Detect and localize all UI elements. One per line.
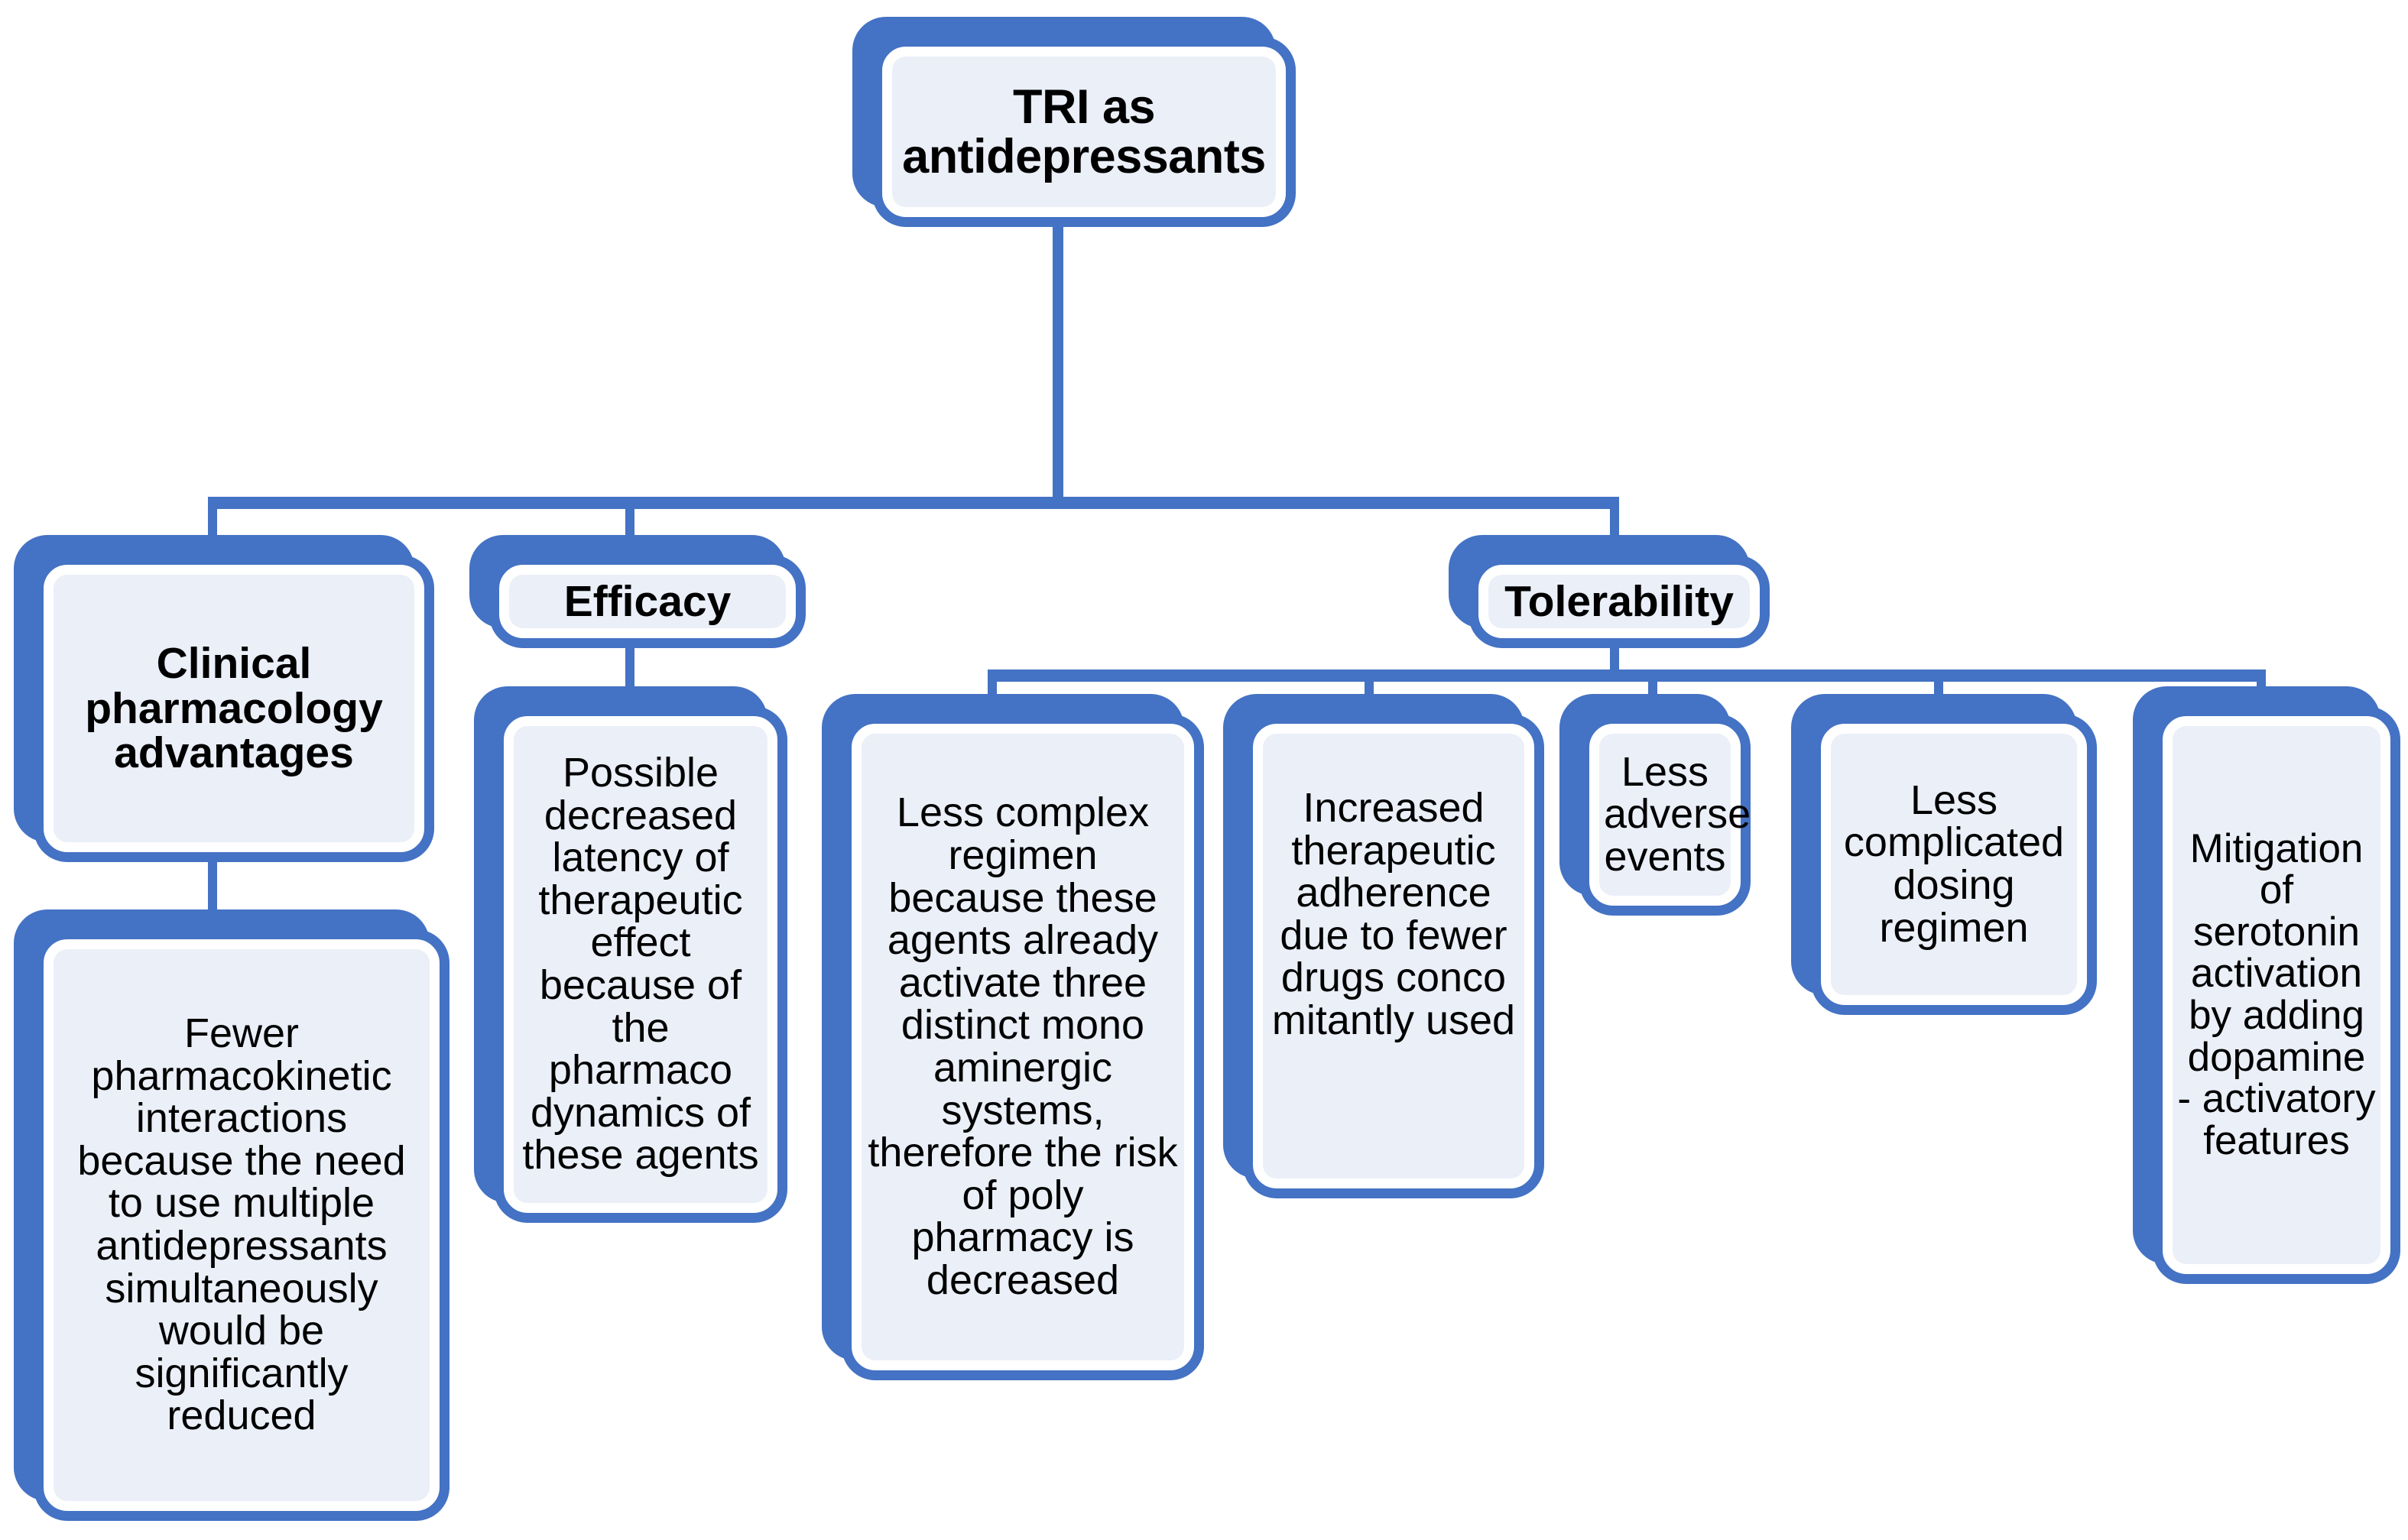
node-efficacy-card: Efficacy xyxy=(489,555,806,648)
connector-to-clinical-pharmacology xyxy=(208,497,217,543)
node-less-complicated-dosing-label: Less complicated dosing regimen xyxy=(1843,776,2065,951)
node-mitigation-serotonin-card: Mitigation of serotonin activation by ad… xyxy=(2153,706,2400,1284)
node-decreased-latency[interactable]: Possible decreased latency of therapeuti… xyxy=(474,686,787,1223)
connector-tolerability-bus xyxy=(988,669,2266,682)
node-less-complicated-dosing[interactable]: Less complicated dosing regimen xyxy=(1791,694,2097,1015)
connector-clinical-to-child xyxy=(208,862,217,914)
node-efficacy-label: Efficacy xyxy=(563,576,732,626)
node-less-adverse-events[interactable]: Less adverse events xyxy=(1559,694,1751,916)
connector-to-tolerability xyxy=(1610,497,1619,543)
connector-root-stem xyxy=(1053,220,1063,504)
node-decreased-latency-label: Possible decreased latency of therapeuti… xyxy=(522,749,759,1179)
node-fewer-pk-interactions-label: Fewer pharmacokinetic interactions becau… xyxy=(77,1010,406,1439)
node-less-complicated-dosing-card: Less complicated dosing regimen xyxy=(1811,714,2097,1015)
node-clinical-pharmacology-label: Clinical pharmacology advantages xyxy=(85,638,383,778)
node-less-complex-regimen-card: Less complex regimen because these agent… xyxy=(842,714,1204,1380)
node-root-card: TRI as antidepressants xyxy=(872,37,1296,227)
node-clinical-pharmacology-card: Clinical pharmacology advantages xyxy=(34,555,434,862)
node-mitigation-serotonin-label: Mitigation of serotonin activation by ad… xyxy=(2177,825,2376,1163)
node-less-adverse-events-label: Less adverse events xyxy=(1604,748,1751,880)
node-less-complex-regimen[interactable]: Less complex regimen because these agent… xyxy=(822,694,1204,1380)
node-tolerability[interactable]: Tolerability xyxy=(1449,535,1770,648)
node-efficacy[interactable]: Efficacy xyxy=(469,535,806,648)
node-less-adverse-events-card: Less adverse events xyxy=(1579,714,1751,916)
connector-to-efficacy xyxy=(625,497,634,543)
node-clinical-pharmacology[interactable]: Clinical pharmacology advantages xyxy=(14,535,434,862)
node-increased-adherence-card: Increased therapeutic adherence due to f… xyxy=(1243,714,1544,1198)
node-tolerability-card: Tolerability xyxy=(1468,555,1770,648)
node-mitigation-serotonin[interactable]: Mitigation of serotonin activation by ad… xyxy=(2133,686,2400,1284)
connector-tolerability-stem xyxy=(1610,640,1619,674)
node-root[interactable]: TRI as antidepressants xyxy=(852,17,1296,227)
node-increased-adherence[interactable]: Increased therapeutic adherence due to f… xyxy=(1223,694,1544,1198)
node-root-label: TRI as antidepressants xyxy=(902,79,1266,183)
node-fewer-pk-interactions[interactable]: Fewer pharmacokinetic interactions becau… xyxy=(14,909,449,1521)
node-less-complex-regimen-label: Less complex regimen because these agent… xyxy=(868,789,1178,1304)
connector-level1-bus xyxy=(208,497,1619,509)
node-fewer-pk-interactions-card: Fewer pharmacokinetic interactions becau… xyxy=(34,929,449,1521)
node-increased-adherence-label: Increased therapeutic adherence due to f… xyxy=(1271,785,1516,1044)
node-decreased-latency-card: Possible decreased latency of therapeuti… xyxy=(494,706,787,1223)
node-tolerability-label: Tolerability xyxy=(1504,576,1734,626)
